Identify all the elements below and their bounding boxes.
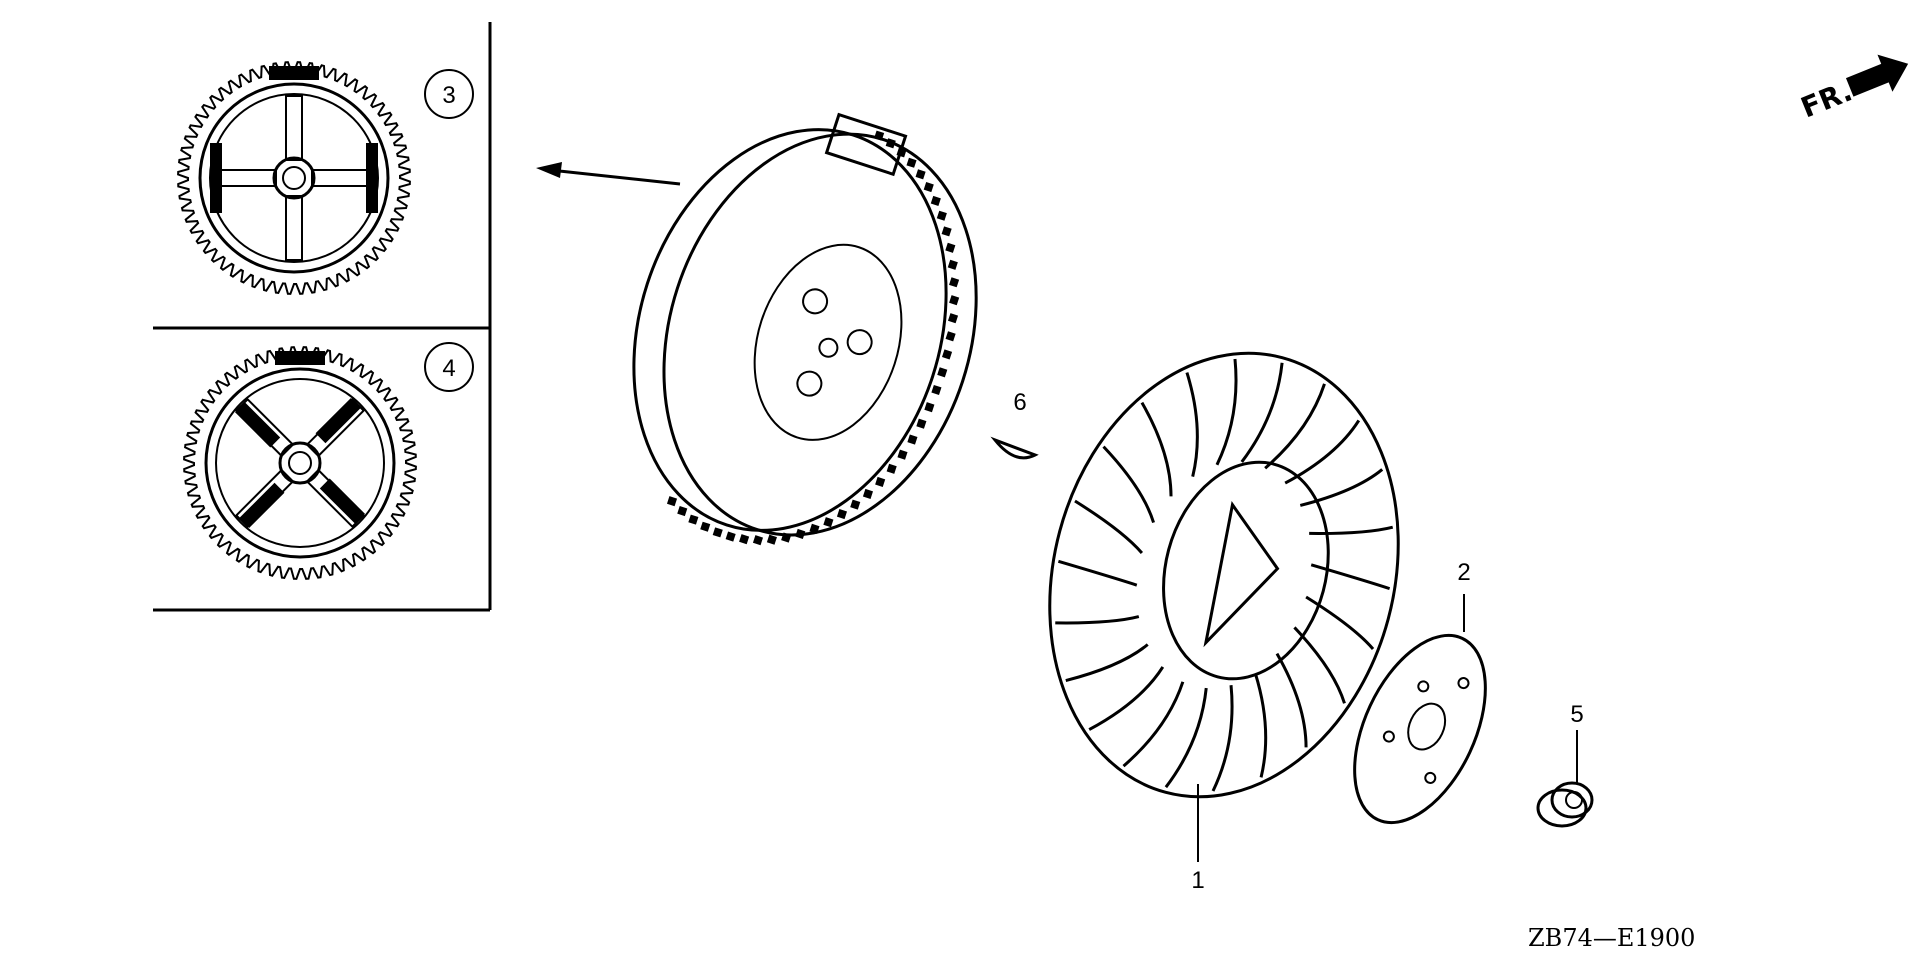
inset-frame: [153, 22, 492, 612]
callout-3-label: 3: [442, 82, 455, 109]
flywheel: [632, 112, 978, 546]
cooling-fan: [1048, 351, 1400, 799]
callout-4: 4: [424, 342, 474, 392]
callout-2: 2: [1457, 559, 1471, 632]
callout-4-label: 4: [442, 355, 455, 382]
woodruff-key: 6: [990, 389, 1039, 460]
callout-3: 3: [424, 69, 474, 119]
callout-5: 5: [1570, 701, 1584, 783]
reference-arrow: [536, 162, 681, 186]
callout-1: 1: [1191, 784, 1205, 894]
callout-1-label: 1: [1191, 867, 1204, 894]
front-arrow-icon: [1845, 54, 1909, 97]
flange-nut: [1536, 781, 1594, 828]
diagram-code: ZB74—E1900: [1528, 924, 1695, 952]
flywheel-variant-4-gear: [183, 346, 417, 580]
front-direction-indicator: FR.: [1796, 54, 1909, 124]
flywheel-variant-3-gear: [177, 61, 411, 295]
fan-plate: [1353, 633, 1487, 825]
callout-6-label: 6: [1013, 389, 1026, 416]
callout-5-label: 5: [1570, 701, 1583, 728]
callout-2-label: 2: [1457, 559, 1470, 586]
